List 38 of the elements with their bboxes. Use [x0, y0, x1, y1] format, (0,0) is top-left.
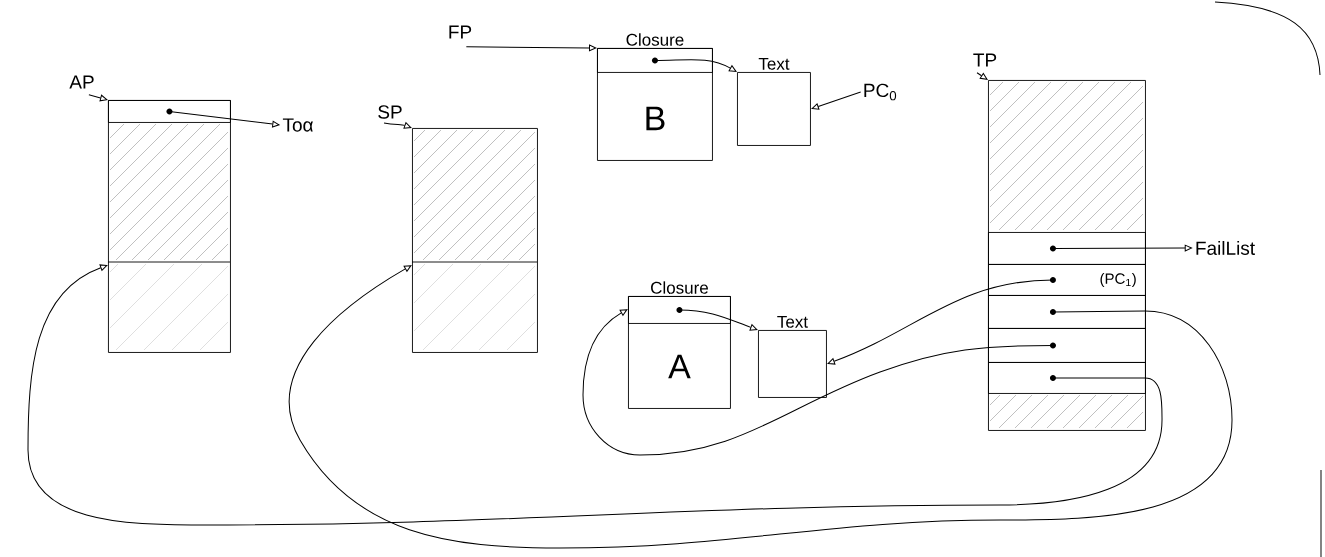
arrow — [678, 309, 758, 331]
text-box: Text — [737, 57, 811, 146]
arrow — [811, 91, 862, 110]
arrow — [288, 265, 1233, 549]
arrow — [465, 44, 597, 52]
arrow — [88, 94, 108, 102]
arrow — [827, 279, 1054, 365]
arrow — [383, 122, 412, 129]
arrow — [1052, 244, 1192, 252]
closure-box: Closure A — [628, 281, 731, 409]
text-box: Text — [758, 315, 827, 398]
pointer-label: AP — [69, 75, 94, 89]
node-label: Closure — [626, 33, 684, 46]
arrow — [976, 72, 988, 80]
node-label: Text — [758, 57, 790, 70]
node-label: Closure — [651, 281, 708, 294]
memory-stack — [411, 128, 538, 353]
closure-cell — [628, 296, 731, 324]
arrow — [582, 309, 1054, 456]
pointer-label: FP — [449, 25, 472, 39]
pointer-label: Toα — [282, 118, 313, 132]
pointer-label: TP — [973, 53, 997, 67]
pointer-label: FailList — [1196, 241, 1255, 255]
stack-cell: (PC$_{1}$) — [988, 264, 1146, 296]
node-label: Text — [777, 315, 808, 328]
stack-cell — [988, 232, 1146, 265]
stack-cell — [988, 328, 1146, 363]
pointer-label: SP — [378, 105, 402, 119]
memory-stack — [988, 80, 1146, 431]
arrow — [27, 264, 1163, 526]
arrow — [654, 59, 737, 72]
pointer-label: PC$_{0}$ — [864, 83, 897, 101]
stack-cell — [988, 295, 1146, 329]
stack-cell — [108, 100, 231, 123]
stack-cell — [988, 362, 1146, 394]
closure-box: Closure B — [597, 33, 713, 161]
closure-cell — [597, 48, 713, 73]
arrow — [168, 110, 280, 128]
